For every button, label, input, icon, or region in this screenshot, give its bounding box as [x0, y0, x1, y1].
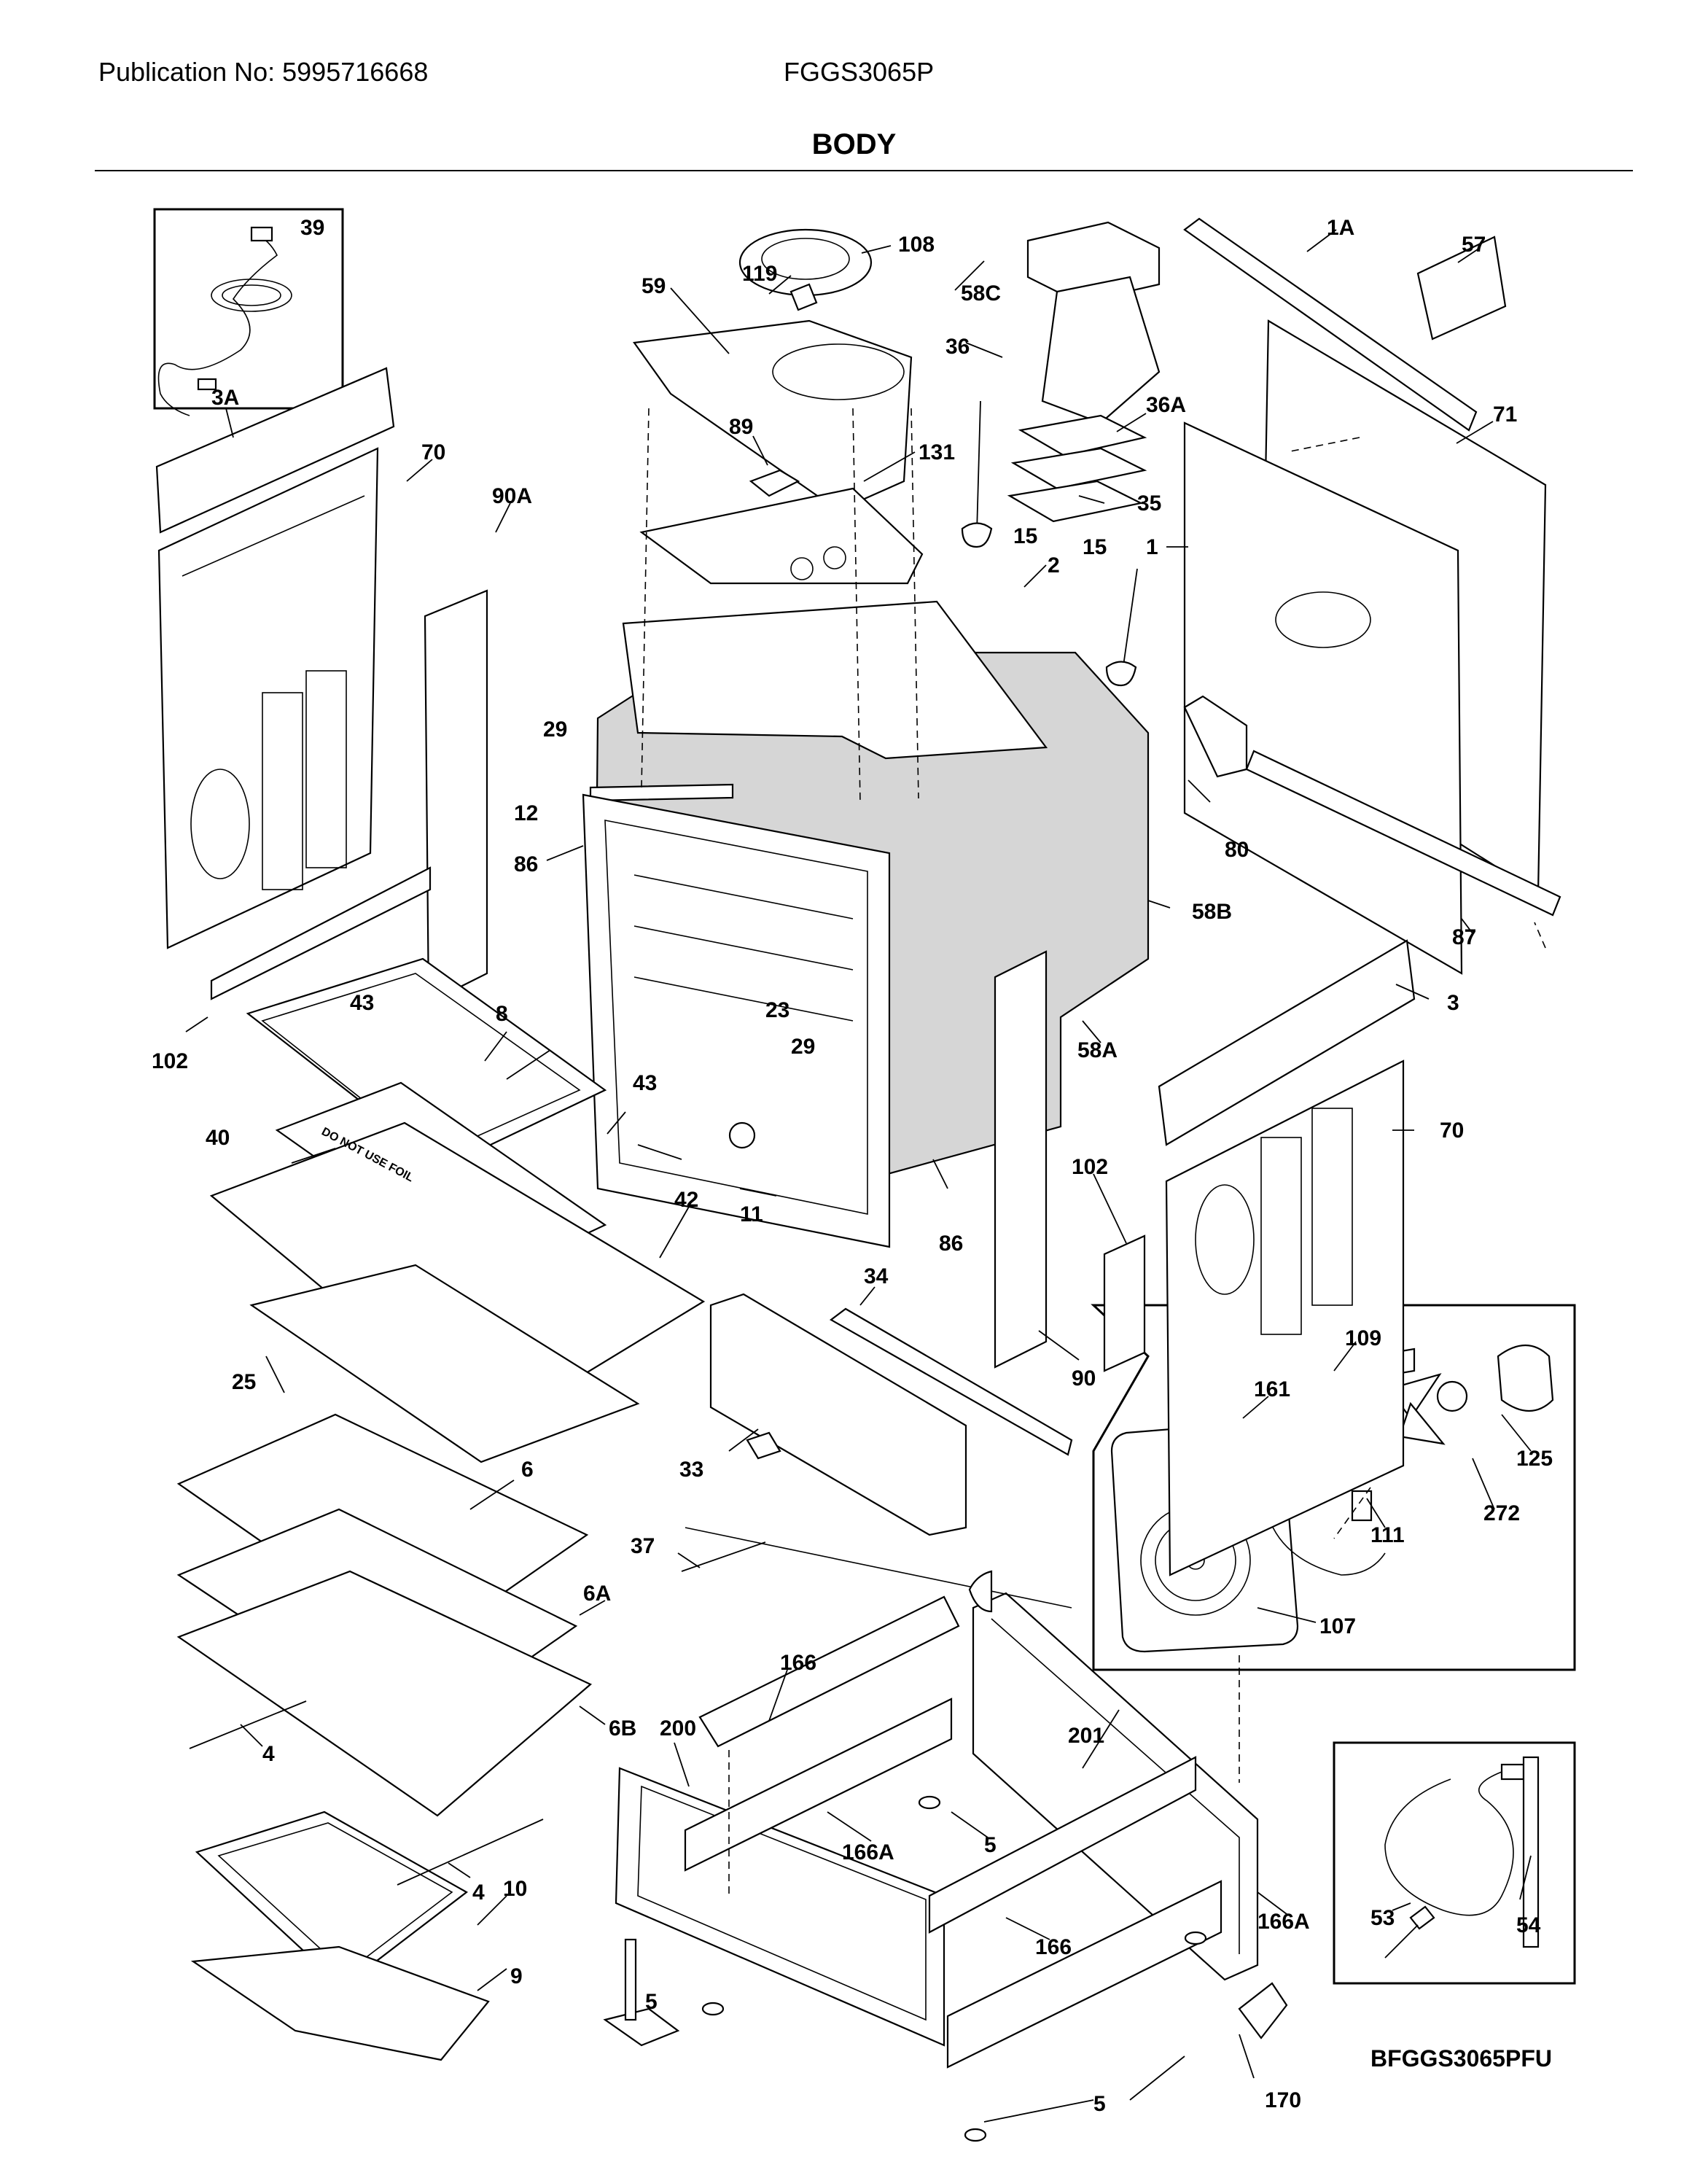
callout-54: 54 — [1516, 1913, 1541, 1937]
callout-35: 35 — [1137, 491, 1161, 516]
callout-58C: 58C — [961, 281, 1001, 306]
callout-33: 33 — [679, 1458, 703, 1482]
callout-102b: 102 — [1072, 1155, 1108, 1179]
vent-duct-parts — [1007, 221, 1161, 523]
model-number: FGGS3065P — [784, 57, 935, 87]
callout-161: 161 — [1254, 1377, 1290, 1401]
callout-4b: 4 — [472, 1881, 485, 1905]
callout-109: 109 — [1345, 1326, 1381, 1350]
callout-90A: 90A — [492, 484, 532, 508]
callout-86b: 86 — [939, 1232, 963, 1256]
callout-86a: 86 — [514, 852, 538, 876]
callout-42: 42 — [674, 1188, 698, 1212]
callout-89: 89 — [729, 415, 753, 439]
burner-assembly — [633, 228, 924, 585]
callout-108: 108 — [898, 233, 935, 257]
callout-90: 90 — [1072, 1366, 1096, 1391]
callout-170: 170 — [1265, 2088, 1301, 2112]
publication-number: Publication No: 5995716668 — [98, 57, 429, 87]
callout-1: 1 — [1146, 535, 1158, 559]
callout-5a: 5 — [984, 1833, 997, 1857]
section-title: BODY — [811, 128, 897, 160]
callout-125: 125 — [1516, 1447, 1553, 1471]
callout-102a: 102 — [152, 1049, 188, 1073]
callout-166a: 166 — [780, 1651, 816, 1675]
callout-201: 201 — [1068, 1724, 1104, 1748]
callout-111: 111 — [1370, 1523, 1405, 1547]
broiler-drawer-liners — [209, 957, 706, 1463]
drawer-parts — [685, 1293, 1073, 1613]
callout-70a: 70 — [421, 440, 445, 464]
callout-5c: 5 — [1093, 2092, 1106, 2116]
callout-6: 6 — [521, 1458, 534, 1482]
callout-80: 80 — [1225, 838, 1249, 862]
callout-labels: 39 108 119 59 58C 36 1A 57 36A 71 89 131… — [152, 216, 1553, 2116]
wiring-inset — [1333, 1741, 1576, 1985]
callout-6A: 6A — [583, 1582, 611, 1606]
rods-and-sensors — [189, 400, 1138, 1886]
callout-12: 12 — [514, 801, 538, 825]
callout-131: 131 — [919, 440, 955, 464]
callout-71: 71 — [1493, 402, 1517, 427]
callout-58A: 58A — [1077, 1038, 1118, 1062]
callout-36: 36 — [945, 335, 970, 359]
callout-166b: 166 — [1035, 1935, 1072, 1959]
callout-8: 8 — [496, 1002, 508, 1026]
callout-272: 272 — [1483, 1501, 1520, 1525]
leader-lines — [185, 229, 1532, 2123]
callout-2: 2 — [1048, 553, 1060, 577]
callout-10: 10 — [503, 1877, 527, 1901]
callout-43a: 43 — [350, 991, 374, 1015]
callout-166Aa: 166A — [842, 1840, 894, 1864]
callout-53: 53 — [1370, 1906, 1395, 1930]
header-rule — [95, 170, 1633, 171]
callout-9: 9 — [510, 1964, 523, 1988]
callout-15b: 15 — [1083, 535, 1107, 559]
broiler-pan — [190, 1811, 490, 2061]
callout-40: 40 — [206, 1126, 230, 1150]
callout-57: 57 — [1462, 233, 1486, 257]
callout-25: 25 — [232, 1370, 256, 1394]
callout-107: 107 — [1319, 1614, 1356, 1638]
callout-34: 34 — [864, 1264, 889, 1288]
callout-6B: 6B — [609, 1716, 636, 1741]
callout-29a: 29 — [543, 717, 567, 742]
callout-166Ab: 166A — [1257, 1910, 1310, 1934]
callout-3: 3 — [1447, 991, 1459, 1015]
callout-37: 37 — [631, 1534, 655, 1558]
callout-5b: 5 — [645, 1990, 658, 2014]
alignment-lines — [641, 408, 1546, 1896]
callout-200: 200 — [660, 1716, 696, 1741]
callout-3A: 3A — [211, 386, 239, 410]
callout-23: 23 — [765, 998, 789, 1022]
callout-119: 119 — [742, 262, 777, 286]
callout-15a: 15 — [1013, 524, 1037, 548]
side-panels — [155, 367, 1416, 1576]
power-cord-inset — [153, 208, 344, 416]
callout-36A: 36A — [1146, 393, 1186, 417]
callout-43b: 43 — [633, 1071, 657, 1095]
top-plate — [622, 600, 1048, 760]
callout-59: 59 — [642, 274, 666, 298]
callout-11: 11 — [740, 1202, 763, 1226]
callout-1A: 1A — [1327, 216, 1354, 240]
callout-29b: 29 — [791, 1035, 815, 1059]
bottom-frame — [615, 1592, 1288, 2069]
callout-70b: 70 — [1440, 1119, 1464, 1143]
callout-4a: 4 — [262, 1742, 275, 1766]
oven-racks — [176, 1413, 593, 1817]
leveling-legs — [603, 1795, 1207, 2142]
callout-58B: 58B — [1192, 900, 1232, 924]
rear-panels — [1183, 217, 1561, 975]
callout-39: 39 — [300, 216, 324, 240]
diagram-code: BFGGS3065PFU — [1370, 2045, 1552, 2072]
callout-87: 87 — [1452, 925, 1476, 949]
